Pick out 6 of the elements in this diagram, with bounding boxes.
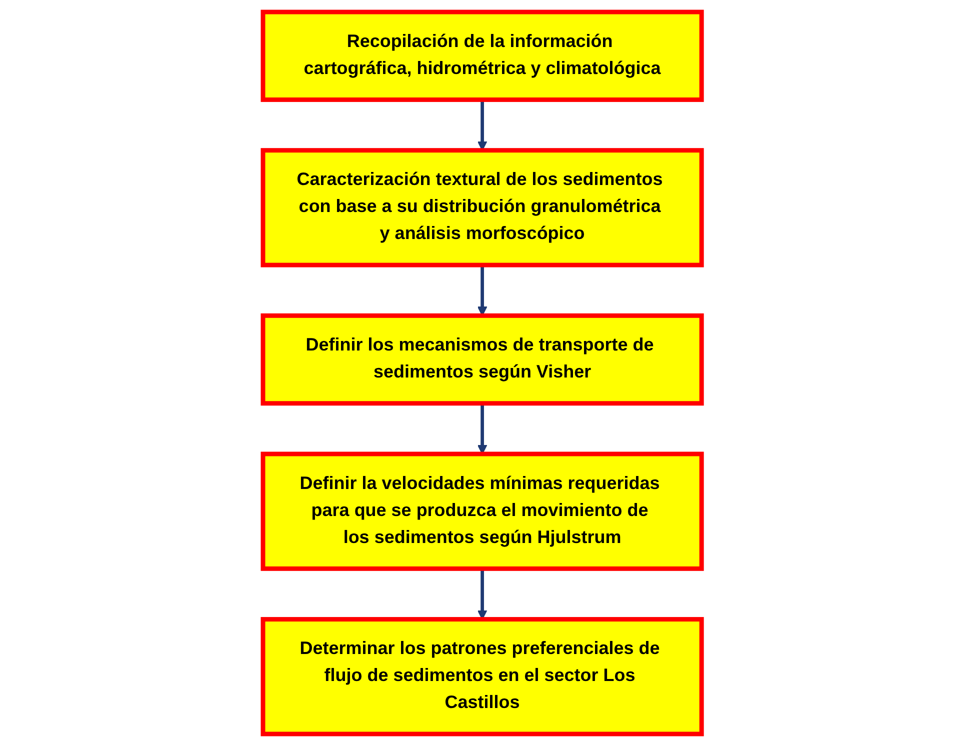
node-box bbox=[260, 9, 704, 102]
node-box bbox=[260, 616, 704, 736]
flowchart: Recopilación de la información cartográfica, hidrométrica y climatológica Caracterización textural de los sedimentos con base a su distribución granulométrica y análisis morfoscópico Definir los mecanismos de transporte de sedimentos según Visher Definir la velocidades mínimas requeridas para que se produzca el movimiento de los sedimentos según Hjulstrum Determinar los patrones preferenciales de flujo de sedimentos en el sector Los Castillos bbox=[254, 2, 710, 742]
node-box bbox=[260, 451, 704, 570]
node-box bbox=[260, 312, 704, 406]
node-box bbox=[260, 148, 704, 267]
